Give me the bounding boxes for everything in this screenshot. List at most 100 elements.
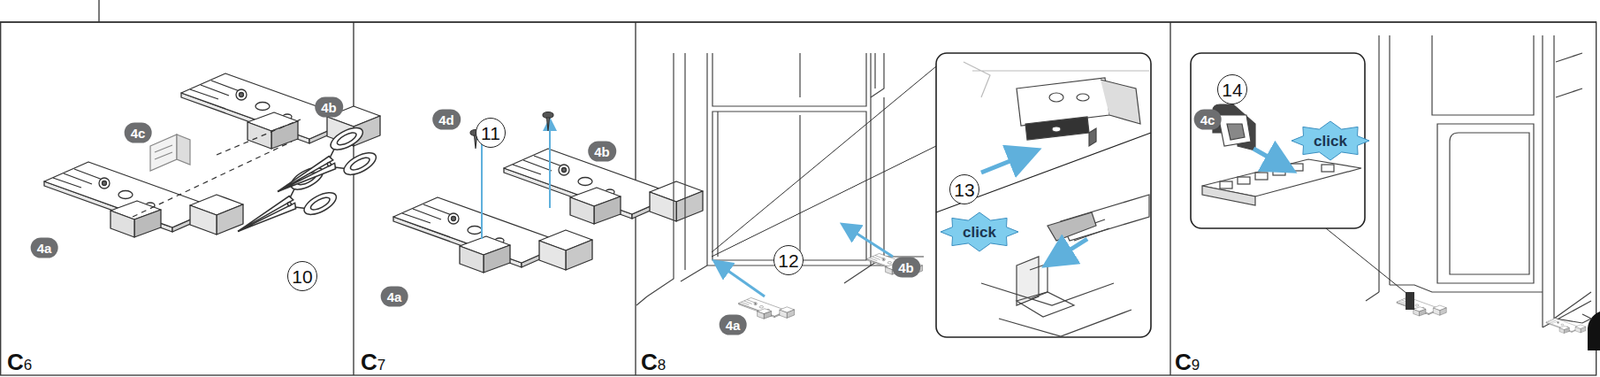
part-badge: 4a [30, 237, 59, 259]
inset-detail-part-part [981, 282, 1132, 336]
cabinet-part [1365, 291, 1380, 301]
panel-label: C8 [640, 350, 666, 374]
screw-4d [470, 112, 554, 150]
cabinet-part [712, 53, 867, 107]
inset-detail-part-part [1047, 212, 1097, 241]
part-badge: 4c [1194, 109, 1222, 130]
inset-detail-part-part [1237, 176, 1250, 184]
inset-detail-part-part [1025, 116, 1090, 140]
inset-detail-part-part [1255, 172, 1268, 180]
cabinet-part [799, 114, 800, 266]
inset-detail-part [1190, 53, 1365, 229]
click-burst [1291, 121, 1370, 160]
cabinet-part [716, 111, 718, 257]
inset-detail-part-part [1226, 123, 1245, 140]
callout-number: 14 [1217, 74, 1248, 105]
bracket-small-part [1396, 297, 1447, 316]
inset-detail-part-part [1089, 128, 1097, 146]
callout-number: 11 [475, 117, 506, 148]
panel-label: C9 [1174, 350, 1200, 374]
part-badge: 4c [124, 122, 153, 144]
cabinet-part [1432, 35, 1534, 115]
bracket-4a [393, 197, 593, 273]
cabinet [1365, 35, 1592, 328]
frame-part [0, 22, 1597, 375]
screw-4d-part [542, 112, 554, 132]
inset-detail-part-part [1051, 126, 1061, 132]
bracket-small [739, 252, 923, 319]
screw-arrows-part [548, 123, 551, 208]
inset-detail [1190, 53, 1365, 229]
cabinet-part [1437, 123, 1534, 283]
cabinet-part [707, 53, 871, 266]
inset-detail-part-part [1016, 291, 1075, 317]
inset-detail-part [936, 53, 1151, 337]
cut-line-part [216, 119, 301, 155]
clip-4c-part [176, 134, 191, 165]
cut-line-part [132, 141, 292, 217]
clip-4c [150, 134, 191, 171]
inset-detail-part-part [1029, 263, 1048, 299]
clip-4c-part [150, 134, 177, 171]
click-burst-part [1291, 121, 1370, 160]
cabinet-part [1379, 35, 1390, 292]
inset-detail-part-part [1049, 92, 1064, 102]
cut-line [132, 119, 301, 217]
click-burst [940, 212, 1019, 252]
inset-detail-part-part [1218, 114, 1251, 146]
inset-detail-part [1056, 238, 1088, 259]
cabinet-part [1449, 132, 1530, 275]
inset-detail-part [981, 194, 1150, 336]
inset-detail-part [963, 61, 1150, 146]
frame-part [353, 22, 1171, 375]
zoom-lines-part [711, 66, 937, 257]
callout-number: 13 [949, 174, 980, 205]
cabinet-part [800, 53, 884, 98]
callout-number: 12 [773, 244, 804, 275]
inset-detail-part [936, 132, 1151, 213]
scissors-part [227, 162, 340, 251]
cabinet [636, 53, 924, 305]
cabinet-part [1555, 53, 1583, 98]
cabinet-part [647, 53, 686, 297]
clip-4c [1405, 291, 1415, 310]
part-badge: 4b [891, 257, 921, 278]
panel-label: C7 [360, 350, 386, 374]
inset-detail [936, 53, 1151, 337]
bracket-4a [44, 161, 244, 237]
part-badge: 4b [587, 141, 617, 162]
cabinet-part [1542, 35, 1592, 328]
insert-arrows [720, 228, 893, 297]
frame-part [98, 0, 100, 23]
bracket-small [1396, 297, 1586, 334]
panel-label: C6 [7, 350, 32, 374]
inset-detail-part-part [1016, 77, 1110, 126]
cabinet-part [870, 97, 884, 266]
click-label: click [962, 224, 997, 240]
inset-detail-part-part [1076, 93, 1090, 101]
scissors [227, 122, 380, 251]
bracket-small-part [1546, 318, 1586, 334]
inset-detail-part-part [1272, 167, 1286, 176]
inset-detail-part-part [1212, 104, 1256, 151]
click-burst-part [940, 212, 1019, 252]
bracket-small-part [739, 297, 795, 319]
inset-detail-part-part [1219, 181, 1233, 189]
part-badge: 4a [719, 314, 747, 336]
callout-number: 10 [287, 260, 318, 291]
bracket-4a-part [44, 161, 244, 237]
bracket-4a-part [393, 197, 593, 273]
screw-arrows-part [480, 132, 483, 239]
click-label: click [1313, 133, 1348, 149]
scissors-part [266, 122, 380, 211]
insert-arrows-part [720, 265, 765, 297]
inset-detail-part-part [1290, 163, 1303, 171]
inset-detail-part [981, 154, 1026, 173]
clip-4c-part [154, 144, 173, 160]
part-badge: 4d [432, 109, 461, 130]
inset-detail-part-part [1100, 79, 1141, 124]
